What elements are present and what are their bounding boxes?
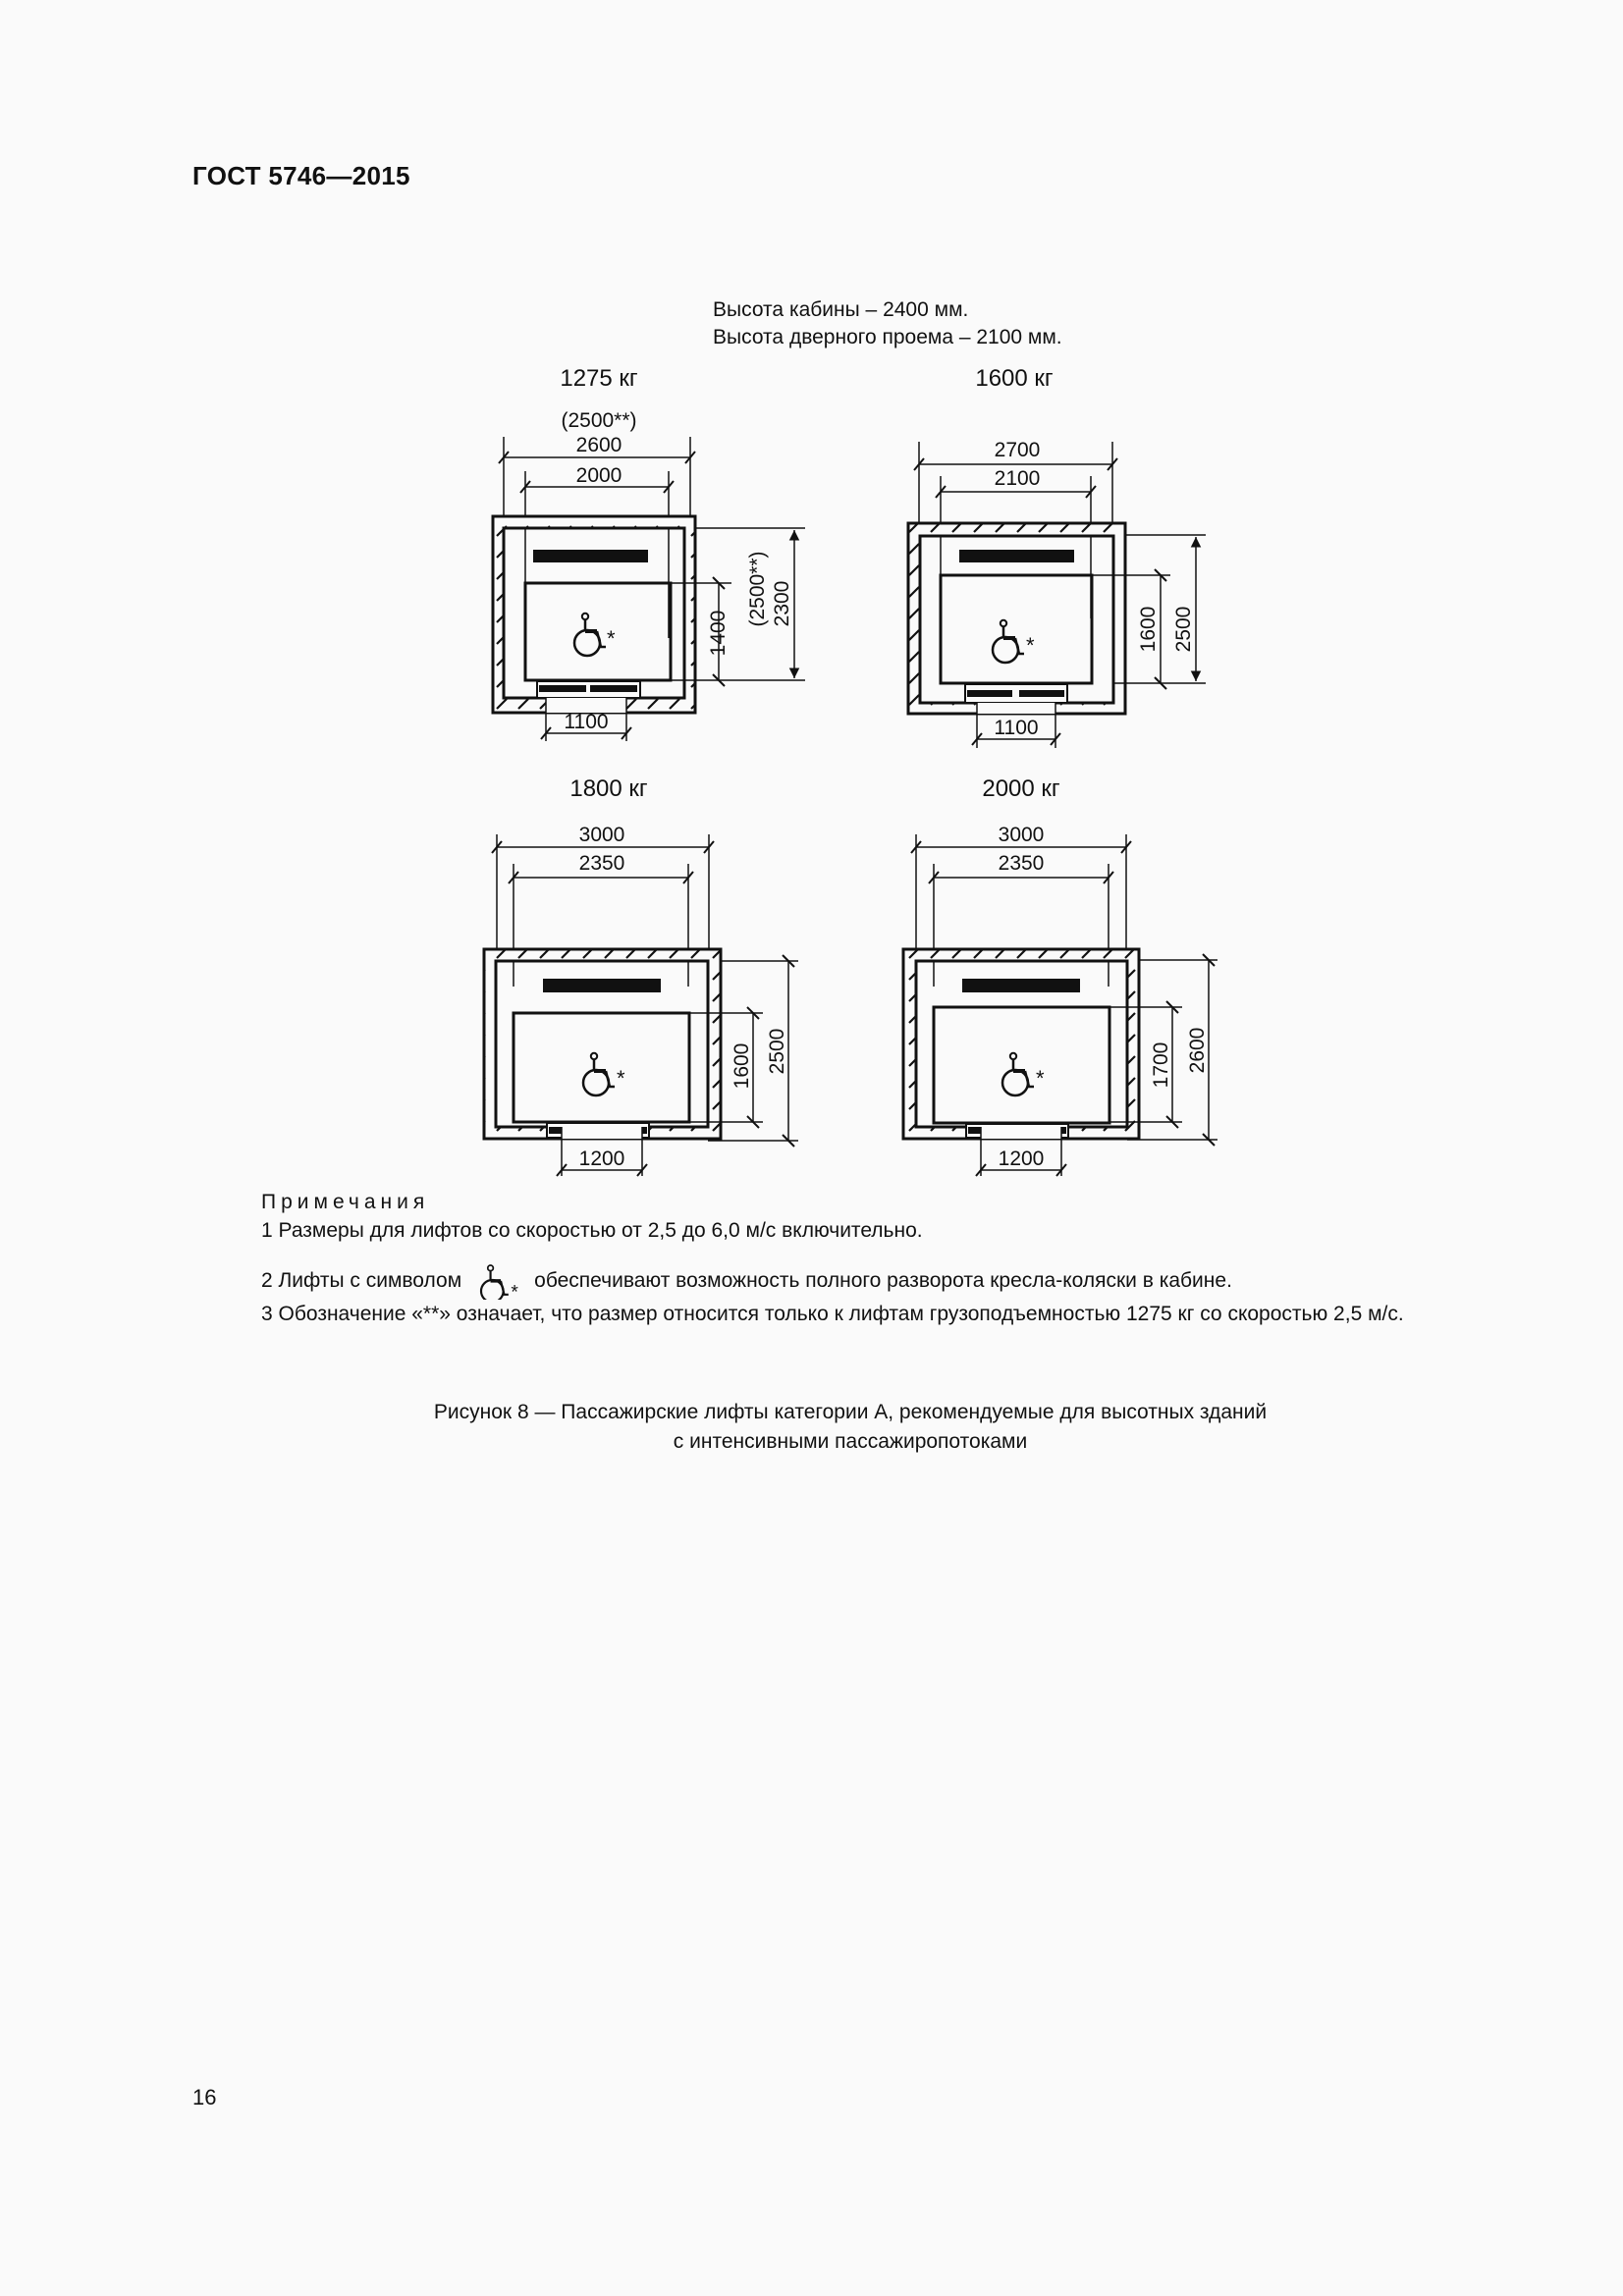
shaft-width: 2600: [576, 434, 622, 456]
capacity-label-1800: 1800 кг: [569, 775, 648, 802]
svg-text:*: *: [512, 1282, 519, 1300]
shaft-depth-alt: (2500**): [746, 551, 769, 626]
figure-caption-line1: Рисунок 8 — Пассажирские лифты категории…: [433, 1401, 1268, 1423]
note-2-start: 2 Лифты с символом: [261, 1268, 462, 1292]
note-2-end: обеспечивают возможность полного разворо…: [534, 1268, 1232, 1292]
door-width: 1200: [999, 1148, 1045, 1170]
page-number: 16: [192, 2085, 217, 2109]
capacity-label-1275: 1275 кг: [560, 365, 638, 392]
cabin-width: 2000: [576, 464, 622, 487]
door-width: 1100: [564, 711, 608, 733]
cabin-depth: 1700: [1150, 1042, 1172, 1089]
cabin-depth: 1400: [707, 611, 730, 657]
figure-caption-line2: с интенсивными пассажиропотоками: [673, 1430, 1028, 1453]
asterisk: *: [1026, 633, 1035, 658]
lift-plan-1600: 2700 2100 * 1100 1600 2500: [884, 432, 1257, 771]
cabin-depth: 1600: [1137, 607, 1160, 653]
wheelchair-icon: *: [479, 1263, 519, 1300]
asterisk: *: [1036, 1066, 1045, 1091]
figure-caption: Рисунок 8 — Пассажирские лифты категории…: [192, 1398, 1508, 1457]
shaft-depth: 2500: [1172, 607, 1195, 653]
cabin-width: 2350: [579, 852, 625, 875]
cabin-depth: 1600: [730, 1043, 753, 1090]
shaft-width: 3000: [579, 824, 625, 846]
notes-title: Примечания: [261, 1191, 430, 1213]
document-id: ГОСТ 5746—2015: [192, 161, 410, 190]
lift-plan-2000: 3000 2350 * 1200 17: [884, 815, 1276, 1193]
capacity-label-2000: 2000 кг: [982, 775, 1060, 802]
shaft-width: 2700: [995, 439, 1041, 461]
door-width: 1100: [994, 717, 1038, 739]
lift-plan-1800-dims: 1200 1600 2500: [471, 815, 844, 1193]
shaft-width-alt: (2500**): [561, 409, 636, 432]
note-3: 3 Обозначение «**» означает, что размер …: [261, 1303, 1404, 1325]
heights-note: Высота кабины – 2400 мм. Высота дверного…: [713, 296, 1062, 351]
door-height: Высота дверного проема – 2100 мм.: [713, 326, 1062, 348]
cabin-height: Высота кабины – 2400 мм.: [713, 298, 969, 321]
asterisk: *: [607, 626, 616, 651]
cabin-width: 2100: [995, 467, 1041, 490]
note-1: 1 Размеры для лифтов со скоростью от 2,5…: [261, 1219, 923, 1242]
lift-plan-1275: (2500**) 2600 2000 * 1100: [471, 393, 844, 761]
notes-section: Примечания 1 Размеры для лифтов со скоро…: [192, 1188, 1508, 1328]
door-width: 1200: [579, 1148, 625, 1170]
note-2: 2 Лифты с символом * обеспечивают возмож…: [261, 1260, 1508, 1300]
shaft-depth: 2500: [766, 1029, 788, 1075]
shaft-depth: 2300: [771, 581, 793, 627]
capacity-label-1600: 1600 кг: [975, 365, 1054, 392]
cabin-width: 2350: [999, 852, 1045, 875]
shaft-depth: 2600: [1186, 1028, 1209, 1074]
asterisk: *: [617, 1066, 625, 1091]
shaft-width: 3000: [999, 824, 1045, 846]
